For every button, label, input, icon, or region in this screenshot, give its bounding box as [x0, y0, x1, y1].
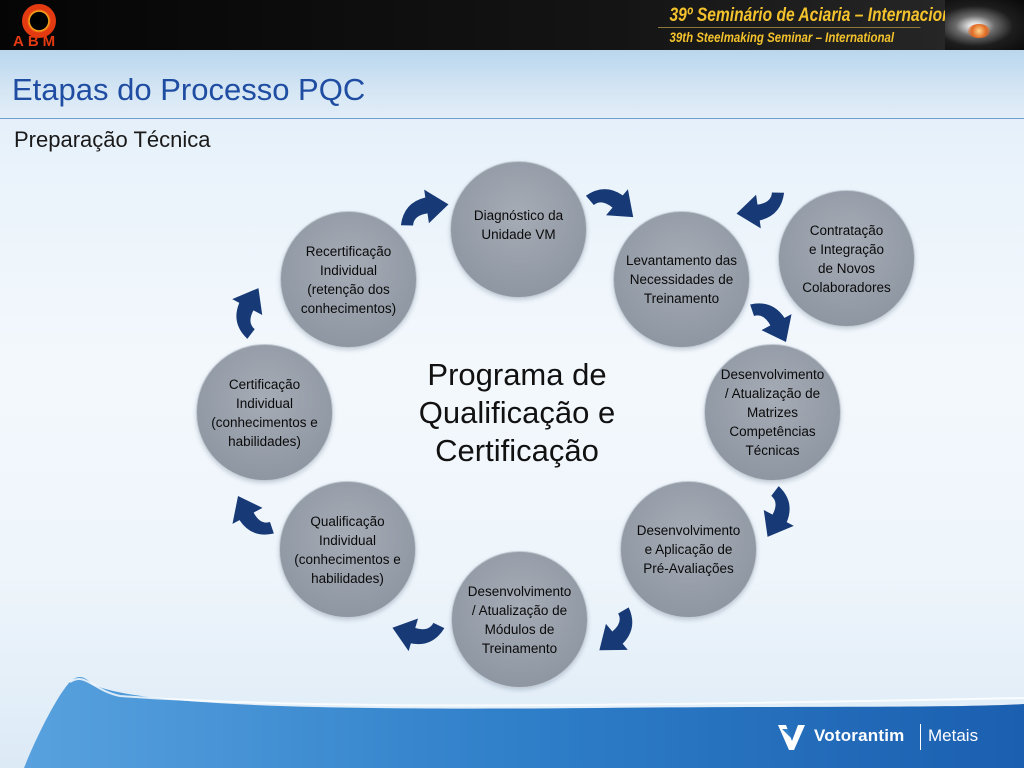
arrow-icon-qualificacao-to-certificacao — [222, 488, 276, 549]
seminar-banner: 39º Seminário de Aciaria – Internacional… — [658, 3, 965, 47]
votorantim-division: Metais — [928, 726, 979, 745]
arrow-icon-modulos-to-qualificacao — [387, 612, 445, 659]
title-divider — [0, 118, 1024, 119]
step-certificacao: Certificação Individual (conhecimentos e… — [196, 344, 333, 481]
step-diagnostico: Diagnóstico da Unidade VM — [450, 161, 587, 298]
page-title: Etapas do Processo PQC — [12, 72, 366, 107]
step-levantamento-label: Levantamento das Necessidades de Treinam… — [625, 253, 738, 306]
step-modulos-label: Desenvolvimento / Atualização de Módulos… — [467, 583, 572, 656]
votorantim-v-icon — [778, 725, 805, 750]
arrow-icon-recert-to-diagnostico — [396, 186, 451, 228]
header-bar: ABM 39º Seminário de Aciaria – Internaci… — [0, 0, 1024, 50]
seminar-divider — [658, 27, 921, 28]
arrow-icon-certificacao-to-recert — [219, 279, 273, 340]
step-qualificacao-label: Qualificação Individual (conhecimentos e… — [294, 513, 401, 586]
brand-separator — [920, 724, 921, 750]
seminar-title-pt: 39º Seminário de Aciaria – Internacional — [669, 5, 965, 26]
step-diagnostico-label: Diagnóstico da Unidade VM — [473, 208, 564, 242]
metal-flare-icon — [968, 24, 990, 38]
abm-logo: ABM — [10, 2, 70, 50]
step-modulos: Desenvolvimento / Atualização de Módulos… — [451, 551, 588, 688]
side-input-contratacao: Contratação e Integração de Novos Colabo… — [778, 190, 915, 327]
step-levantamento: Levantamento das Necessidades de Treinam… — [613, 211, 750, 348]
seminar-title-en: 39th Steelmaking Seminar – International — [669, 29, 895, 45]
step-recertificacao-label: Recertificação Individual (retenção dos … — [300, 243, 397, 316]
step-preavaliacoes-label: Desenvolvimento e Aplicação de Pré-Avali… — [636, 523, 741, 576]
step-matrizes: Desenvolvimento / Atualização de Matrize… — [704, 344, 841, 481]
abm-logo-text: ABM — [13, 33, 60, 50]
footer-wave — [0, 677, 1024, 768]
step-certificacao-label: Certificação Individual (conhecimentos e… — [211, 376, 318, 449]
arrow-icon-matrizes-to-preavaliacoes — [753, 485, 807, 546]
step-preavaliacoes: Desenvolvimento e Aplicação de Pré-Avali… — [620, 481, 757, 618]
side-input-contratacao-label: Contratação e Integração de Novos Colabo… — [802, 222, 891, 295]
abm-ring-icon — [22, 4, 56, 38]
title-band — [0, 50, 1024, 118]
votorantim-brand: Votorantim — [814, 726, 905, 745]
page-subtitle: Preparação Técnica — [14, 127, 211, 152]
step-matrizes-label: Desenvolvimento / Atualização de Matrize… — [720, 367, 825, 458]
step-recertificacao: Recertificação Individual (retenção dos … — [280, 211, 417, 348]
step-qualificacao: Qualificação Individual (conhecimentos e… — [279, 481, 416, 618]
diagram-center-label: Programa de Qualificação e Certificação — [418, 357, 616, 468]
arrow-icon-diagnostico-to-levantamento — [584, 171, 645, 230]
votorantim-logo: Votorantim Metais — [776, 720, 996, 756]
arrow-icon-preavaliacoes-to-modulos — [589, 605, 650, 665]
